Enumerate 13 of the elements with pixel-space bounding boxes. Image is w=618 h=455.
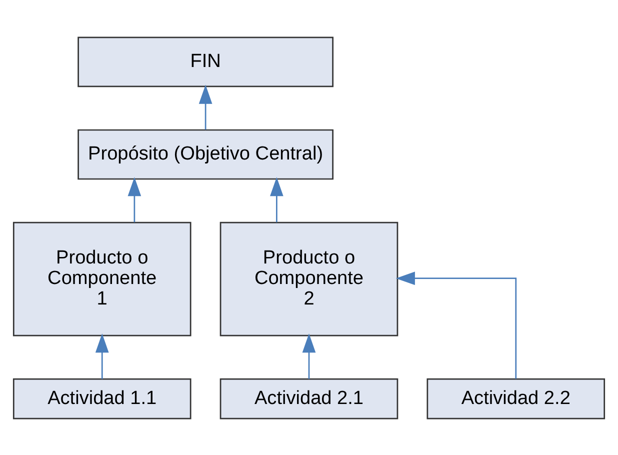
arrow [198,84,212,130]
arrow [396,271,517,378]
arrow [95,333,109,379]
node-box: Propósito (Objetivo Central) [78,128,334,180]
node-box: FIN [78,36,334,87]
arrow [302,333,316,379]
arrow [270,176,284,222]
node-box: Actividad 2.2 [426,378,606,419]
node-box: Actividad 2.1 [220,378,398,419]
node-box: Producto o Componente 1 [12,221,192,336]
node-box: Producto o Componente 2 [220,221,398,336]
node-box: Actividad 1.1 [12,378,192,419]
arrow [128,176,142,222]
